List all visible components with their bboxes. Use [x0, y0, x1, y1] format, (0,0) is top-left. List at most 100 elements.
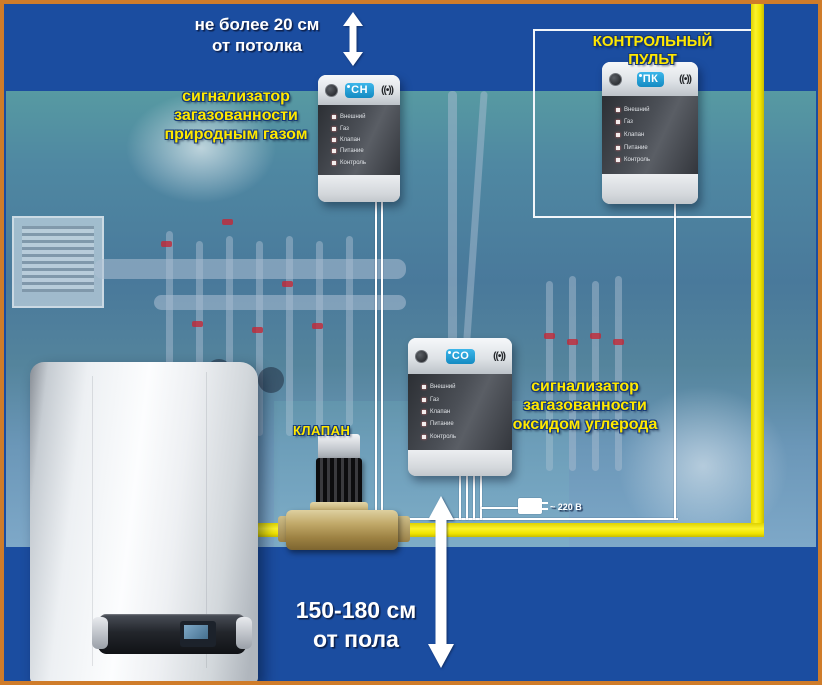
led-row: Контроль — [616, 157, 698, 163]
photo-electrical-cabinet — [12, 216, 104, 308]
boiler-seam — [206, 372, 207, 668]
valve-cap — [318, 434, 360, 460]
photo-pump — [258, 367, 284, 393]
photo-pipe — [592, 281, 599, 471]
photo-pipe — [316, 241, 323, 436]
led-indicator — [422, 422, 426, 427]
led-row: Газ — [616, 119, 698, 125]
ch-badge: CH — [345, 82, 375, 98]
photo-red-valve — [567, 339, 578, 345]
led-row: Питание — [422, 421, 512, 427]
led-indicator — [616, 145, 620, 150]
wire-co-pin — [473, 474, 475, 520]
ch-detector-led-panel: Внешний Газ Клапан Питание Контроль — [318, 105, 400, 175]
led-indicator — [422, 385, 426, 390]
floor-distance-arrow — [428, 496, 454, 668]
photo-red-valve — [252, 327, 263, 333]
wire-co-pin — [459, 474, 461, 520]
boiler-display — [180, 621, 216, 647]
photo-pipe — [256, 241, 263, 436]
led-row: Внешний — [422, 384, 512, 390]
control-panel-device: ПК ((•)) Внешний Газ Клапан Питание Конт… — [602, 62, 698, 204]
wire-control-panel-drop — [674, 204, 676, 520]
photo-red-valve — [192, 321, 203, 327]
control-panel-title: КОНТРОЛЬНЫЙ ПУЛЬТ — [592, 33, 713, 68]
pk-badge: ПК — [636, 71, 665, 87]
co-detector-top-band: CO ((•)) — [408, 338, 512, 374]
led-indicator — [422, 409, 426, 414]
photo-manifold-bar — [154, 295, 406, 310]
photo-red-valve — [613, 339, 624, 345]
photo-pipe — [166, 231, 173, 406]
valve-port-right — [394, 516, 410, 542]
led-indicator — [616, 107, 620, 112]
gas-shutoff-valve-body — [286, 510, 398, 550]
boiler-display-screen — [184, 625, 208, 639]
co-detector-led-panel: Внешний Газ Клапан Питание Контроль — [408, 374, 512, 450]
photo-pipe-tall — [463, 91, 488, 341]
ceiling-distance-label: не более 20 см от потолка — [194, 15, 320, 56]
led-indicator — [616, 120, 620, 125]
power-voltage-label: ~ 220 В — [550, 502, 582, 512]
co-detector-bottom-band — [408, 450, 512, 476]
cabinet-grille — [22, 226, 94, 292]
photo-pipe — [346, 236, 353, 426]
photo-red-valve — [544, 333, 555, 339]
photo-red-valve — [590, 333, 601, 339]
led-indicator — [332, 137, 336, 142]
wire-power-cord — [481, 507, 519, 509]
led-indicator — [332, 115, 336, 120]
photo-pipe-tall — [448, 91, 457, 346]
led-row: Питание — [332, 148, 400, 154]
co-detector-label: сигнализатор загазованности оксидом угле… — [512, 378, 658, 434]
led-row: Внешний — [332, 114, 400, 120]
photo-water-heater-top — [126, 93, 276, 203]
led-indicator — [332, 160, 336, 165]
photo-red-valve — [161, 241, 172, 247]
boiler-control-panel — [92, 614, 252, 654]
wireless-icon: ((•)) — [679, 73, 692, 85]
led-row: Внешний — [616, 107, 698, 113]
photo-red-valve — [222, 219, 233, 225]
boiler-seam — [92, 376, 93, 666]
photo-pipe — [615, 276, 622, 471]
photo-pipe — [569, 276, 576, 471]
led-row: Клапан — [616, 132, 698, 138]
co-gas-detector: CO ((•)) Внешний Газ Клапан Питание Конт… — [408, 338, 512, 476]
wire-co-pin — [480, 474, 482, 520]
control-panel-bottom-band — [602, 174, 698, 204]
led-indicator — [422, 397, 426, 402]
led-row: Газ — [332, 126, 400, 132]
control-panel-top-band: ПК ((•)) — [602, 62, 698, 96]
wire-ch-a — [375, 198, 377, 520]
led-indicator — [616, 132, 620, 137]
photo-red-valve — [282, 281, 293, 287]
power-button — [325, 83, 338, 97]
photo-pipe — [226, 236, 233, 426]
power-plug-icon — [518, 498, 548, 514]
gas-line-vertical — [751, 4, 764, 537]
wire-ch-b — [381, 198, 383, 520]
led-indicator — [332, 149, 336, 154]
led-row: Контроль — [422, 434, 512, 440]
ch-gas-detector: CH ((•)) Внешний Газ Клапан Питание Конт… — [318, 75, 400, 202]
led-row: Клапан — [332, 137, 400, 143]
led-row: Питание — [616, 145, 698, 151]
wall-boiler — [30, 362, 258, 681]
led-row: Газ — [422, 397, 512, 403]
co-badge: CO — [445, 348, 476, 364]
led-indicator — [616, 158, 620, 163]
photo-red-valve — [312, 323, 323, 329]
floor-distance-label: 150-180 см от пола — [295, 597, 417, 652]
photo-pipe — [546, 281, 553, 471]
photo-pipe — [286, 236, 293, 436]
wire-co-pin — [466, 474, 468, 520]
led-row: Клапан — [422, 409, 512, 415]
ch-detector-bottom-band — [318, 175, 400, 202]
photo-pipe-horizontal — [94, 259, 406, 279]
photo-pipe — [196, 241, 203, 426]
led-indicator — [332, 126, 336, 131]
ch-detector-top-band: CH ((•)) — [318, 75, 400, 105]
power-button — [609, 72, 622, 86]
valve-label: КЛАПАН — [293, 423, 351, 438]
